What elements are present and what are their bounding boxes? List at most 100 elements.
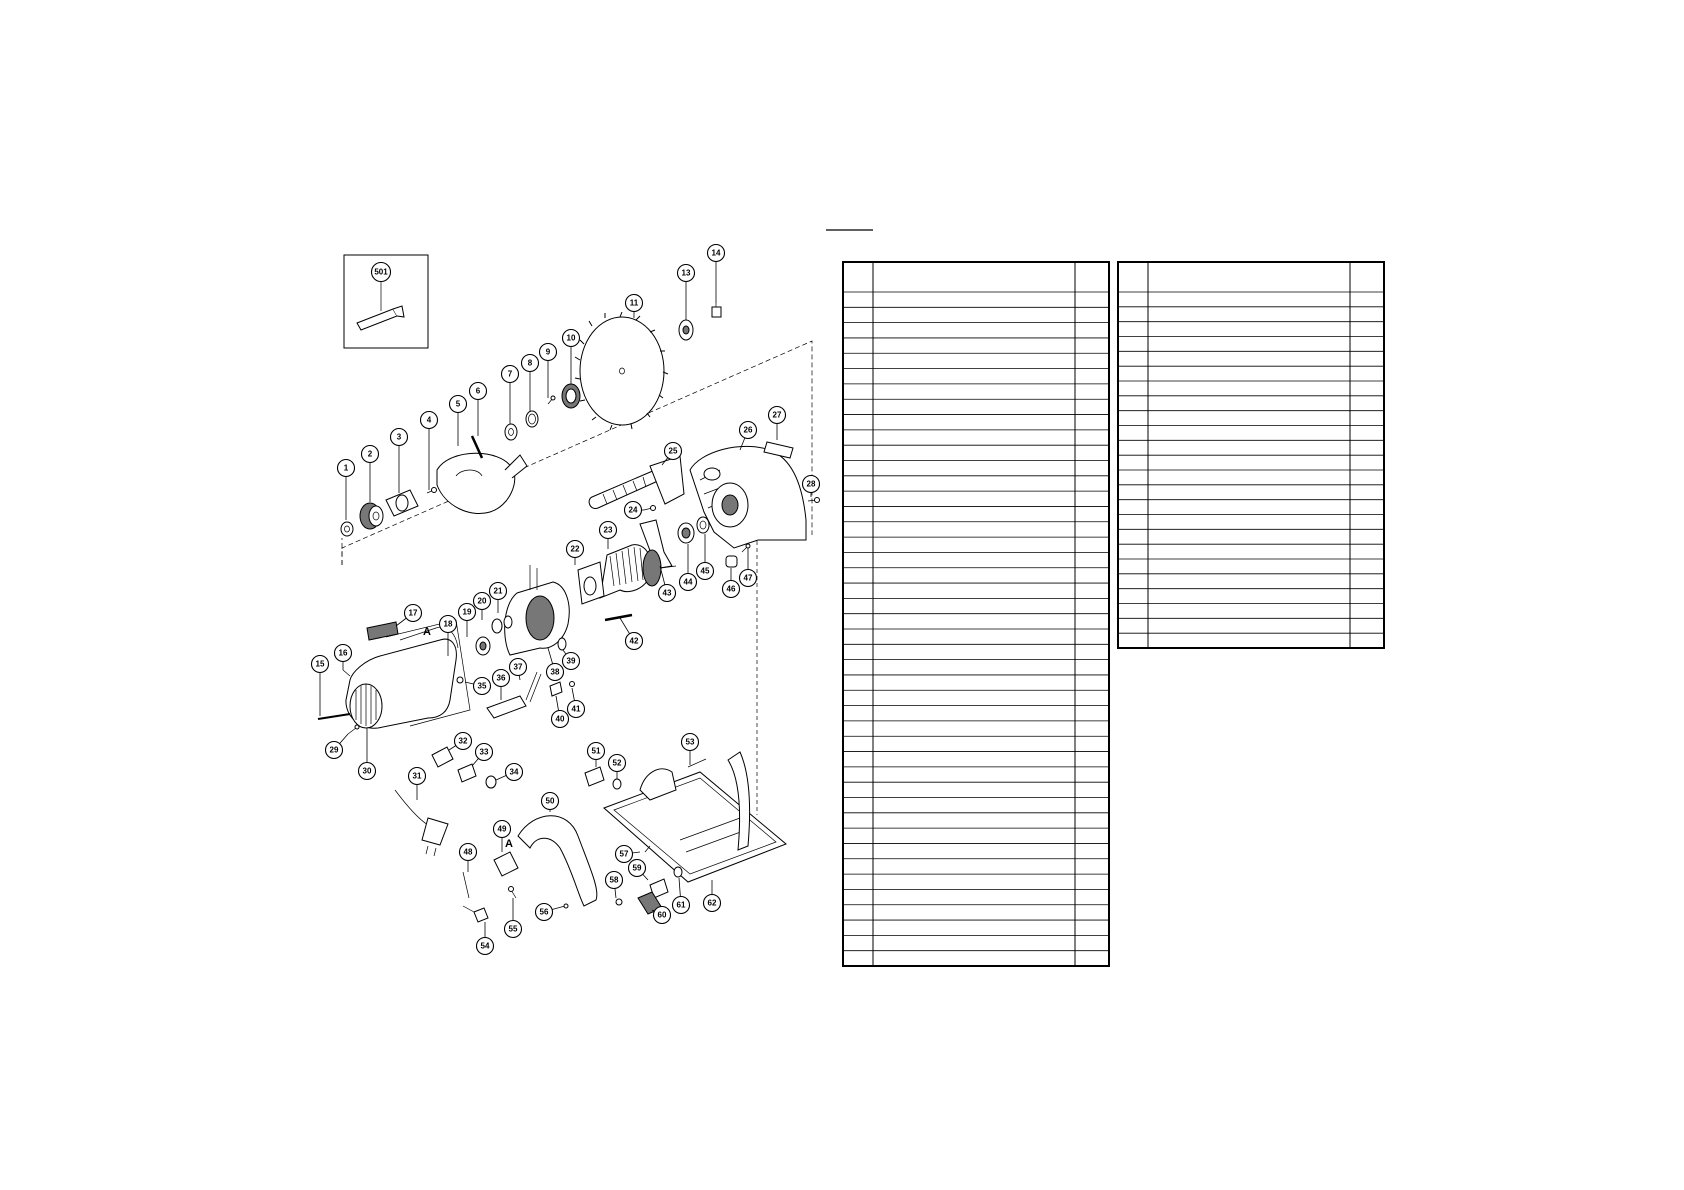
inset-box-hex-wrench <box>343 254 429 349</box>
callout-number: 54 <box>481 942 490 951</box>
callout-number: 58 <box>610 876 619 885</box>
callout-17: 17 <box>395 603 423 627</box>
callout-layer: 5011234567891011131415161718192021222324… <box>310 243 821 956</box>
callout-number: 43 <box>663 589 672 598</box>
callout-3: 3 <box>389 427 409 493</box>
callout-number: 1 <box>344 464 349 473</box>
callout-number: 51 <box>592 747 601 756</box>
callout-number: 6 <box>476 387 481 396</box>
callout-number: 11 <box>630 299 639 308</box>
callout-number: 28 <box>807 480 816 489</box>
callout-number: 16 <box>339 649 348 658</box>
callout-number: 57 <box>620 850 629 859</box>
motor-assembly <box>317 544 677 735</box>
callout-number: 14 <box>712 249 721 258</box>
callout-501: 501 <box>370 261 392 283</box>
callout-number: 34 <box>510 768 519 777</box>
callout-36: 36 <box>491 668 511 700</box>
section-marker-a-2: A <box>505 838 513 850</box>
callout-number: 18 <box>444 620 453 629</box>
callout-9: 9 <box>538 342 558 398</box>
callout-32: 32 <box>448 731 473 751</box>
callout-22: 22 <box>565 539 585 565</box>
callout-number: 46 <box>727 585 736 594</box>
callout-35: 35 <box>464 676 492 696</box>
callout-33: 33 <box>471 742 494 767</box>
section-marker-a-1: A <box>423 626 431 638</box>
callout-number: 24 <box>629 506 638 515</box>
callout-40: 40 <box>550 695 570 729</box>
callout-number: 44 <box>684 578 693 587</box>
callout-13: 13 <box>676 263 696 320</box>
callout-37: 37 <box>508 657 528 681</box>
callout-60: 60 <box>651 905 672 925</box>
callout-number: 31 <box>413 772 422 781</box>
callout-59: 59 <box>627 858 649 881</box>
callout-number: 10 <box>567 334 576 343</box>
callout-4: 4 <box>419 410 439 490</box>
callout-number: 39 <box>567 657 576 666</box>
callout-55: 55 <box>503 898 523 939</box>
callout-34: 34 <box>495 762 524 782</box>
callout-number: 9 <box>546 348 551 357</box>
callout-58: 58 <box>604 870 624 899</box>
callout-number: 35 <box>478 682 487 691</box>
callout-number: 32 <box>459 737 468 746</box>
callout-number: 29 <box>330 746 339 755</box>
callout-26: 26 <box>738 420 758 451</box>
callout-number: 49 <box>498 825 507 834</box>
callout-20: 20 <box>472 591 492 620</box>
callout-number: 40 <box>556 715 565 724</box>
callout-number: 27 <box>773 411 782 420</box>
callout-number: 60 <box>658 911 667 920</box>
callout-8: 8 <box>520 353 540 411</box>
callout-14: 14 <box>706 243 726 303</box>
callout-52: 52 <box>607 753 627 779</box>
callout-54: 54 <box>475 922 495 956</box>
callout-number: 36 <box>497 674 506 683</box>
callout-42: 42 <box>619 617 644 651</box>
callout-18: 18 <box>438 614 458 656</box>
callout-45: 45 <box>695 534 715 581</box>
callout-number: 48 <box>464 848 473 857</box>
callout-11: 11 <box>624 293 644 318</box>
callout-number: 20 <box>478 597 487 606</box>
callout-number: 4 <box>427 416 432 425</box>
callout-30: 30 <box>357 728 377 781</box>
callout-62: 62 <box>702 880 722 913</box>
callout-50: 50 <box>540 791 560 812</box>
callout-19: 19 <box>457 602 477 637</box>
callout-number: 47 <box>744 574 753 583</box>
callout-number: 62 <box>708 899 717 908</box>
callout-27: 27 <box>767 405 787 440</box>
callout-6: 6 <box>468 381 488 436</box>
callout-49: 49 <box>492 819 512 852</box>
callout-7: 7 <box>500 364 520 424</box>
callout-51: 51 <box>586 741 606 767</box>
upper-blade-assembly <box>340 303 722 537</box>
callout-31: 31 <box>407 766 427 800</box>
callout-48: 48 <box>458 842 478 872</box>
callout-25: 25 <box>661 441 683 466</box>
callout-39: 39 <box>561 649 581 671</box>
callout-57: 57 <box>614 844 641 864</box>
callout-number: 17 <box>409 609 418 618</box>
callout-41: 41 <box>566 687 586 719</box>
callout-number: 38 <box>551 668 560 677</box>
callout-number: 52 <box>613 759 622 768</box>
callout-number: 25 <box>669 447 678 456</box>
callout-61: 61 <box>671 877 691 915</box>
callout-number: 37 <box>514 663 523 672</box>
callout-5: 5 <box>448 394 468 446</box>
callout-2: 2 <box>360 444 380 502</box>
callout-number: 8 <box>528 359 533 368</box>
callout-number: 5 <box>456 400 461 409</box>
callout-56: 56 <box>534 902 555 922</box>
callout-number: 26 <box>744 426 753 435</box>
callout-number: 15 <box>316 660 325 669</box>
callout-number: 22 <box>571 545 580 554</box>
callout-16: 16 <box>333 643 353 670</box>
callout-number: 501 <box>374 268 388 277</box>
callout-number: 7 <box>508 370 513 379</box>
